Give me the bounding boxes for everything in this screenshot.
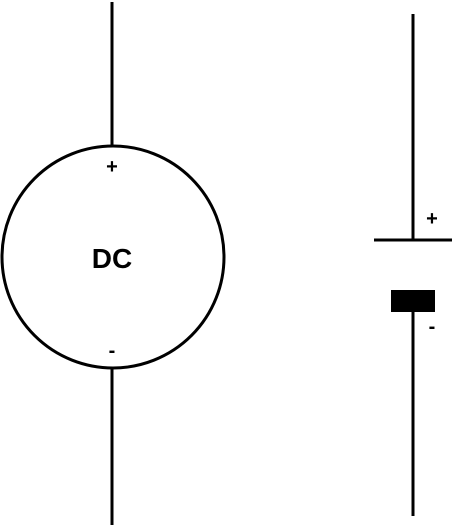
battery-positive-sign: + — [426, 208, 438, 230]
dc-source-label: DC — [92, 243, 132, 274]
battery-negative-plate — [391, 290, 435, 312]
dc-source-negative-sign: - — [109, 340, 116, 362]
dc-source-positive-sign: + — [106, 156, 118, 178]
battery-symbol: + - — [374, 14, 452, 516]
battery-negative-sign: - — [429, 316, 436, 338]
dc-source-symbol: DC + - — [0, 2, 226, 525]
